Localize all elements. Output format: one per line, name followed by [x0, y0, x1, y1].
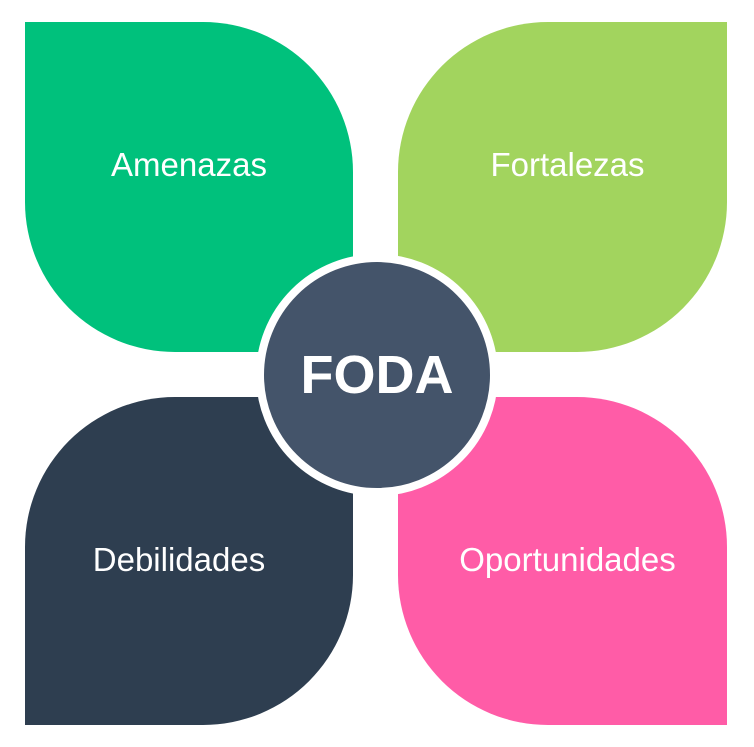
quadrant-label: Debilidades [92, 540, 266, 578]
quadrant-label: Fortalezas [490, 145, 645, 183]
quadrant-label: Amenazas [111, 145, 267, 183]
center-label: FODA [300, 345, 454, 405]
quadrant-debilidades: Debilidades [25, 397, 353, 725]
center-circle: FODA [256, 254, 498, 496]
quadrant-label: Oportunidades [459, 540, 676, 578]
quadrant-amenazas: Amenazas [25, 22, 353, 352]
